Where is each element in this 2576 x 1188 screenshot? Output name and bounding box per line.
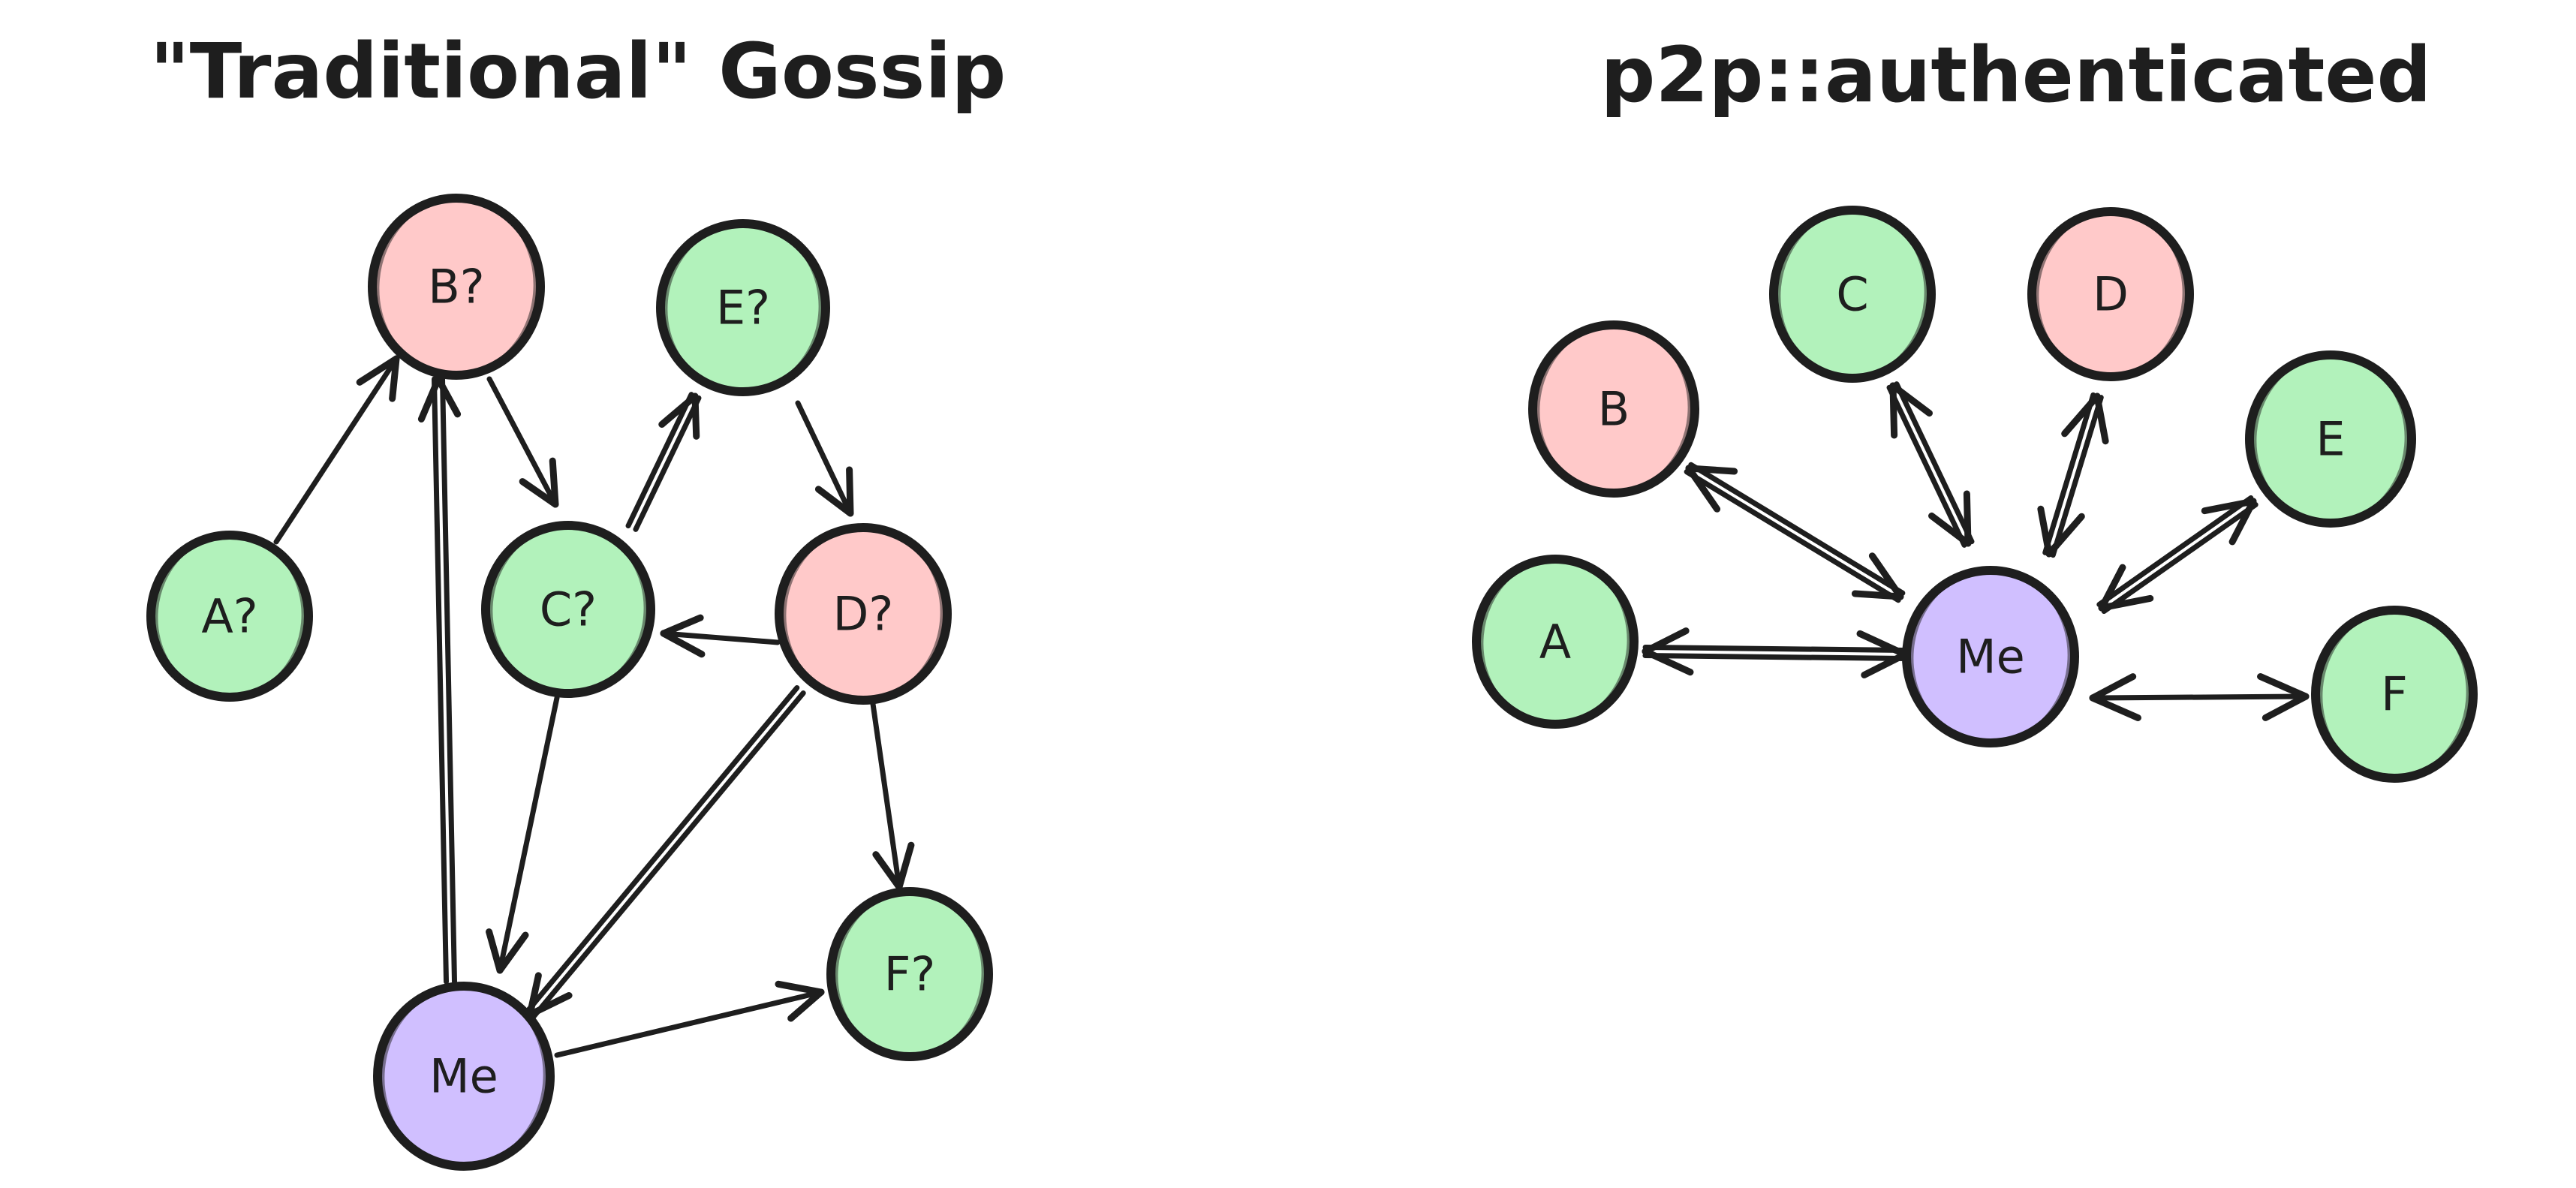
- node-label: F?: [884, 947, 936, 1002]
- right-panel-title: p2p::authenticated: [1600, 31, 2431, 120]
- edge-d-me-traditional-gossip: [524, 684, 806, 1021]
- edge-c-me-traditional-gossip: [486, 695, 560, 974]
- node-label: D?: [833, 587, 894, 642]
- edge-c-e-traditional-gossip: [625, 392, 702, 532]
- node-label: Me: [429, 1049, 498, 1104]
- node-e-traditional-gossip: E?: [656, 219, 830, 396]
- edge-e-d-traditional-gossip: [795, 400, 854, 517]
- nodes-layer: A? B? E? C? D? F? Me B C D E A F Me: [146, 194, 2478, 1171]
- node-e-p2p-authenticated: E: [2245, 350, 2416, 528]
- node-c-p2p-authenticated: C: [1769, 206, 1936, 383]
- node-c-traditional-gossip: C?: [481, 521, 655, 698]
- edge-me-f-p2p-authenticated: [2089, 673, 2310, 721]
- edge-me-e-p2p-authenticated: [2096, 495, 2259, 614]
- left-panel-title: "Traditional" Gossip: [150, 27, 1007, 116]
- edge-a-b-traditional-gossip: [273, 355, 400, 545]
- node-label: B?: [428, 260, 484, 314]
- node-a-p2p-authenticated: A: [1472, 555, 1639, 729]
- node-label: E?: [716, 281, 770, 335]
- node-label: E: [2316, 412, 2345, 467]
- node-a-traditional-gossip: A?: [146, 531, 313, 702]
- node-label: C?: [540, 582, 597, 637]
- node-label: A: [1539, 615, 1571, 669]
- edge-me-b-p2p-authenticated: [1684, 462, 1906, 603]
- node-b-p2p-authenticated: B: [1528, 320, 1699, 498]
- edge-d-f-traditional-gossip: [870, 701, 915, 891]
- node-me-traditional-gossip: Me: [373, 982, 555, 1171]
- node-me-p2p-authenticated: Me: [1902, 566, 2079, 747]
- node-label: A?: [201, 589, 257, 644]
- edge-me-d-p2p-authenticated: [2037, 392, 2109, 558]
- edge-b-c-traditional-gossip: [486, 376, 559, 508]
- node-f-traditional-gossip: F?: [826, 887, 993, 1061]
- node-label: B: [1598, 382, 1630, 437]
- edges-layer: [273, 355, 2310, 1058]
- node-d-p2p-authenticated: D: [2027, 207, 2194, 381]
- node-b-traditional-gossip: B?: [368, 194, 545, 380]
- edge-me-b-traditional-gossip: [417, 375, 462, 985]
- node-label: F: [2381, 667, 2408, 722]
- edge-me-a-p2p-authenticated: [1642, 627, 1909, 678]
- node-d-traditional-gossip: D?: [775, 523, 952, 705]
- edge-d-c-traditional-gossip: [660, 614, 781, 658]
- node-f-p2p-authenticated: F: [2311, 606, 2478, 783]
- edge-me-f-traditional-gossip: [554, 980, 825, 1058]
- node-label: D: [2093, 267, 2129, 322]
- node-label: C: [1836, 267, 1868, 322]
- node-label: Me: [1956, 630, 2025, 684]
- edge-me-c-p2p-authenticated: [1886, 381, 1975, 548]
